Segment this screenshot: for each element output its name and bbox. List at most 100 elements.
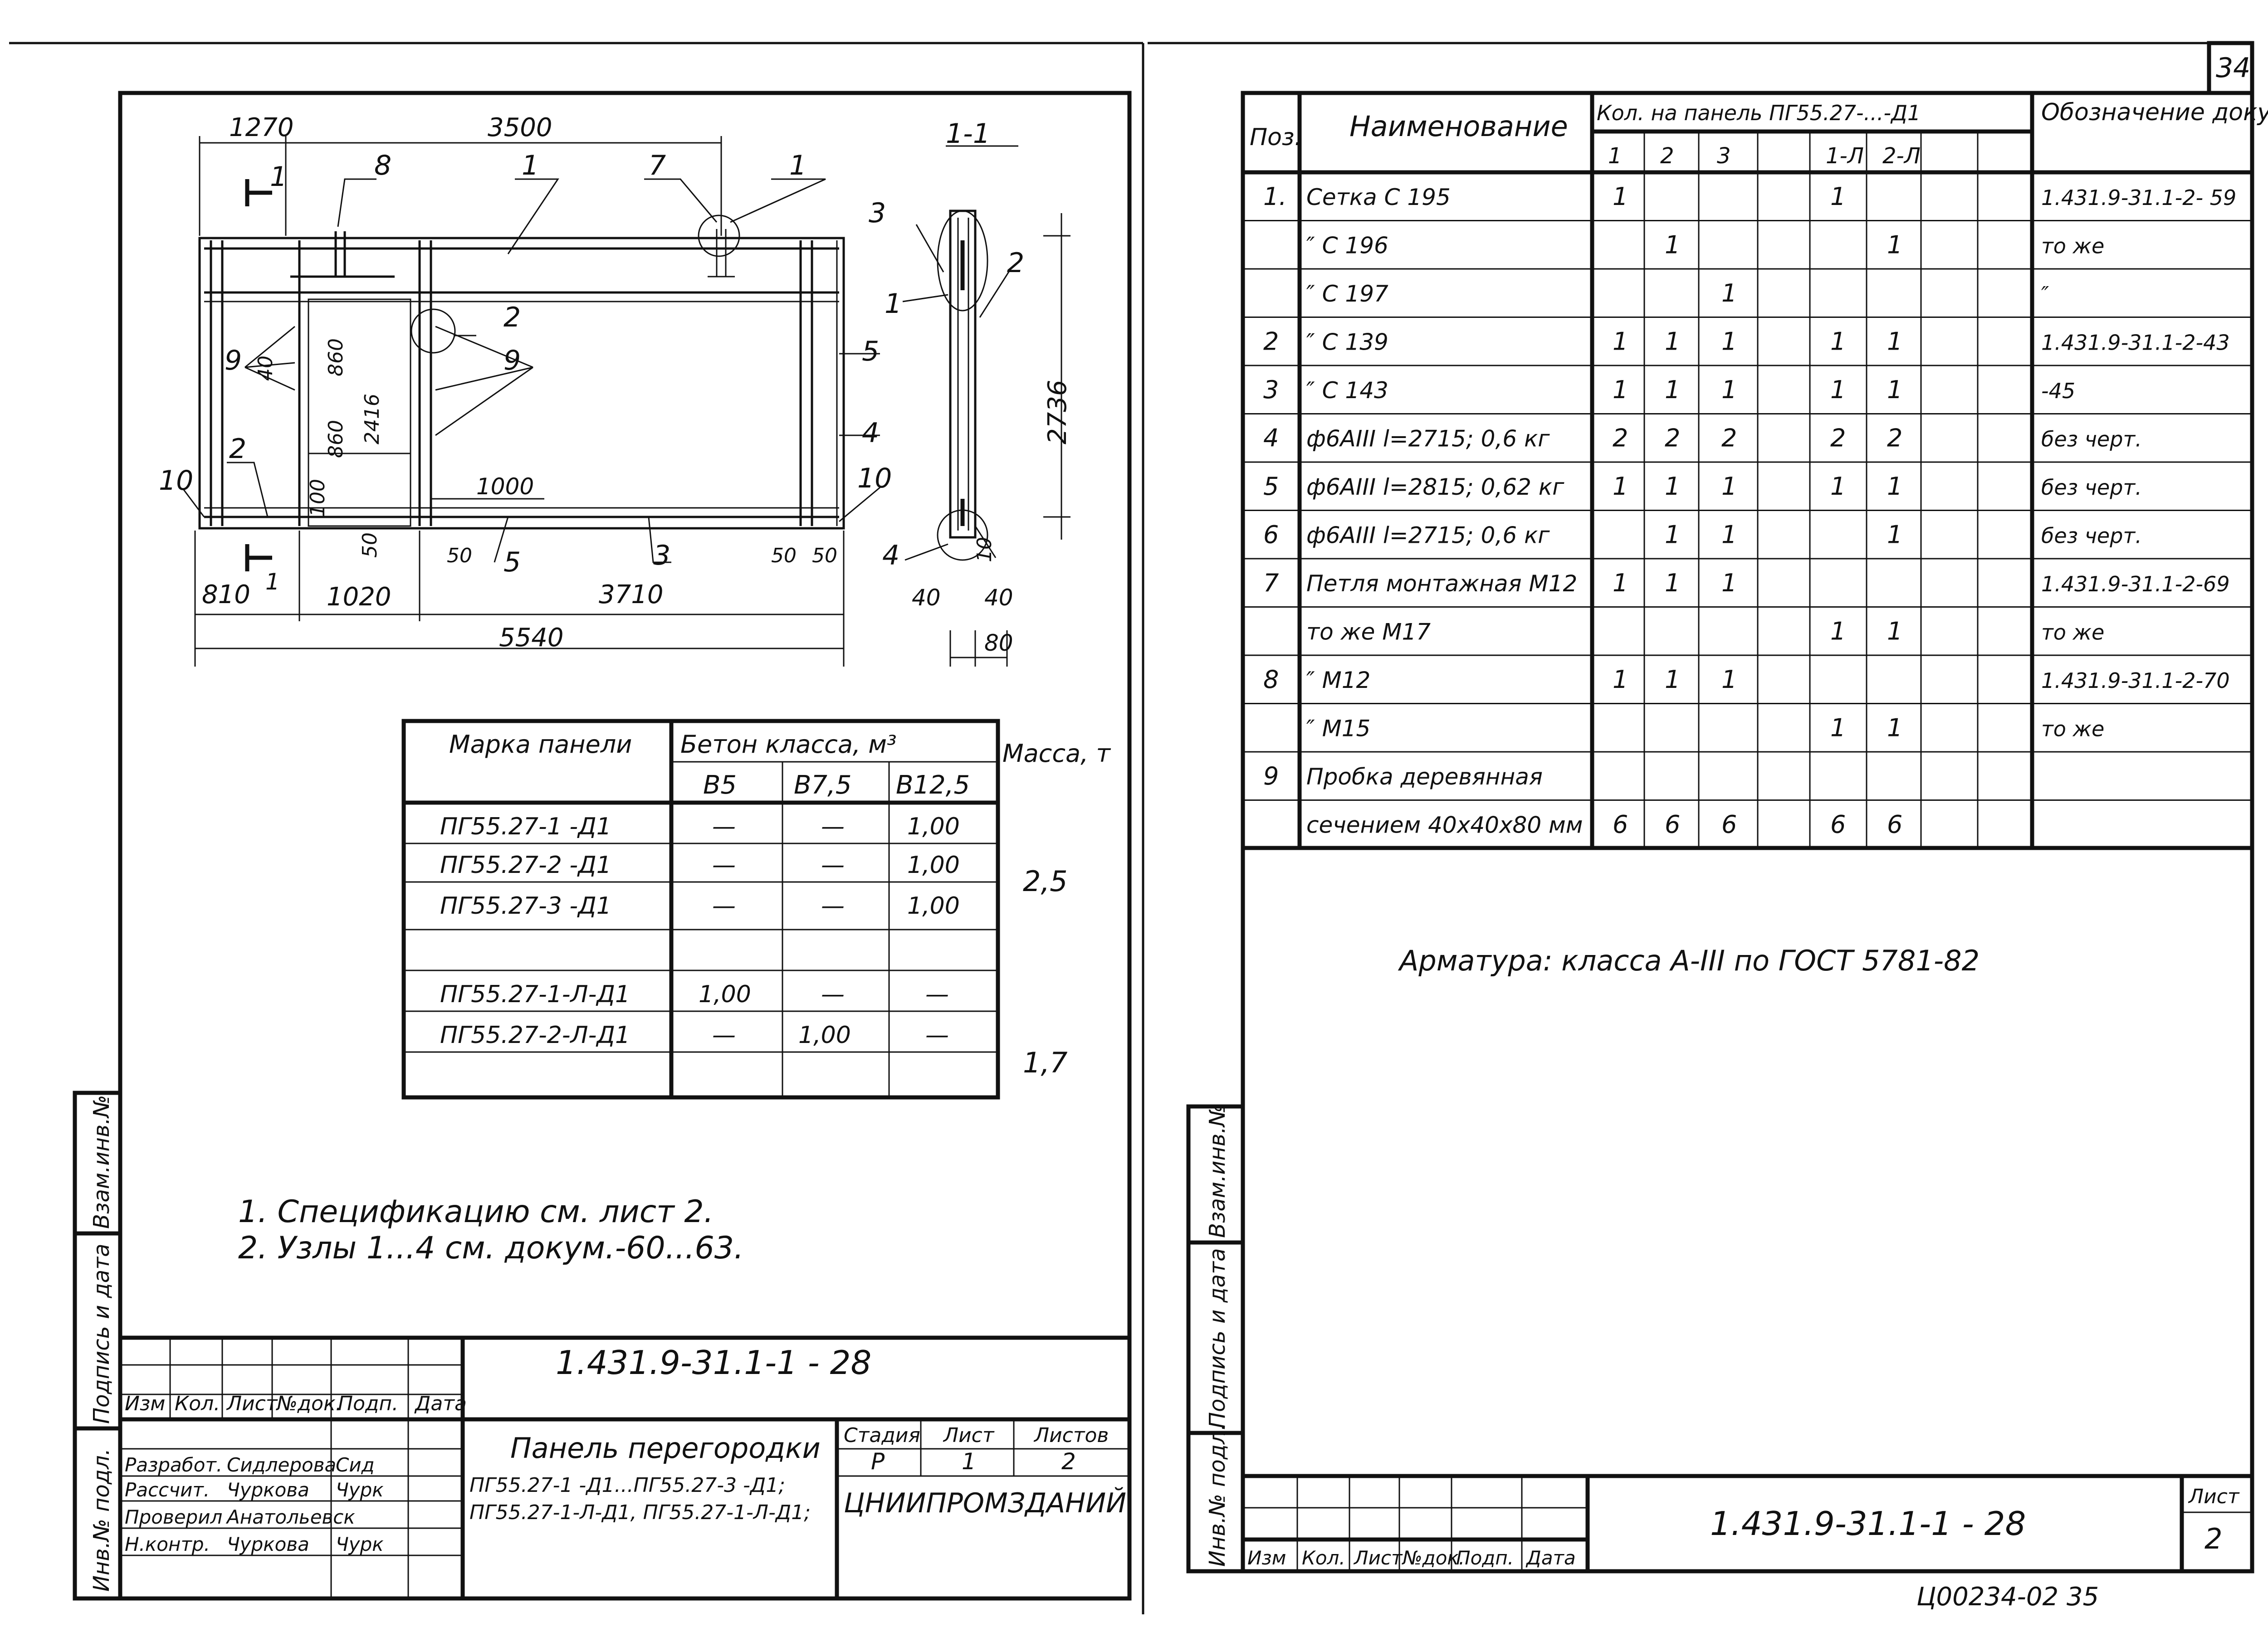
mass-row-1-mark: ПГ55.27-1 -Д1 — [440, 813, 611, 840]
spec-row-name: ″ М15 — [1306, 716, 1370, 742]
mass-table-header-concrete: Бетон класса, м³ — [680, 730, 897, 759]
spec-row-qty: 2 — [1613, 424, 1628, 453]
spec-row-name: ″ М12 — [1306, 667, 1370, 693]
left-title-name-4: Чуркова — [227, 1533, 309, 1555]
left-title-sheet-label: Лист — [943, 1424, 995, 1447]
left-title-name-2: Чуркова — [227, 1479, 309, 1501]
mass-value-1-7: 1,7 — [1023, 1046, 1068, 1079]
left-title-role-4: Н.контр. — [125, 1533, 210, 1555]
spec-table-row-lines — [1243, 220, 2252, 801]
callout-7: 7 — [649, 150, 666, 181]
right-sheet: 34 Поз. Наименование Кол. на панель ПГ55… — [1148, 41, 2268, 1612]
mass-row-2-b5: — — [712, 852, 736, 879]
armature-note: Арматура: класса А-III по ГОСТ 5781-82 — [1398, 944, 1980, 977]
dim-1270: 1270 — [229, 113, 294, 142]
mass-row-6-b75: 1,00 — [798, 1022, 851, 1049]
spec-row-qty: 2 — [1721, 424, 1737, 453]
spec-row-qty: 1 — [1887, 375, 1902, 404]
callout-9-mid: 9 — [503, 345, 521, 376]
spec-row-qty: 6 — [1887, 810, 1902, 839]
callout-4-section: 4 — [882, 540, 899, 571]
spec-row-doc: 1.431.9-31.1-2- 59 — [2041, 185, 2236, 210]
left-side-stamp-sign: Подпись и дата — [89, 1243, 114, 1424]
spec-col-header: 2-Л — [1882, 143, 1921, 169]
spec-row-doc: ″ — [2041, 282, 2049, 307]
callout-5: 5 — [862, 336, 879, 367]
right-title-sheet: 2 — [2204, 1522, 2222, 1555]
dim-50-b: 50 — [447, 544, 472, 567]
spec-row-name: ″ С 143 — [1306, 377, 1388, 404]
left-side-stamp-replace: Взам.инв.№ — [89, 1095, 114, 1229]
mass-table-header-mark: Марка панели — [449, 730, 632, 759]
section-dim-40-left: 40 — [912, 585, 941, 611]
mass-row-6-b125: — — [925, 1022, 949, 1049]
spec-row-pos: 6 — [1263, 521, 1279, 549]
spec-row-qty: 1 — [1887, 472, 1902, 501]
spec-row-qty: 1 — [1887, 521, 1902, 549]
mass-table-header-mass: Масса, т — [1002, 739, 1111, 768]
callout-3-bottom: 3 — [653, 540, 670, 571]
right-title-header-doc: №док. — [1402, 1547, 1465, 1569]
spec-row-doc: без черт. — [2041, 427, 2142, 452]
left-title-header-kol: Кол. — [175, 1392, 220, 1415]
right-side-stamp — [1186, 1104, 1245, 1574]
spec-row-qty: 2 — [1887, 424, 1902, 453]
left-sheet: 1270 3500 810 1020 3710 5540 40 860 860 … — [9, 42, 1144, 1614]
section-mark-1-bottom: 1 — [265, 569, 280, 595]
section-1-1-drawing — [902, 145, 1070, 667]
spec-row-qty: 1 — [1613, 569, 1628, 597]
callout-9-left: 9 — [225, 345, 242, 376]
mass-row-3-b5: — — [712, 892, 736, 920]
spec-row-qty: 1 — [1665, 569, 1680, 597]
left-title-name-1: Сидлерова — [227, 1454, 336, 1476]
spec-row-doc: без черт. — [2041, 475, 2142, 500]
stamp-footer: Ц00234-02 35 — [1916, 1582, 2099, 1612]
callout-1-top: 1 — [522, 150, 539, 181]
spec-row-name: ф6АIII l=2715; 0,6 кг — [1306, 426, 1550, 452]
spec-row-name: Пробка деревянная — [1306, 764, 1543, 790]
spec-row-qty: 1 — [1830, 714, 1846, 742]
spec-row-qty: 1 — [1721, 521, 1737, 549]
spec-row-qty: 1 — [1721, 375, 1737, 404]
right-side-stamp-sign: Подпись и дата — [1205, 1248, 1230, 1428]
mass-table-header-b75: В7,5 — [794, 770, 851, 800]
spec-row-qty: 1 — [1830, 617, 1846, 646]
left-title-sign-2: Чурк — [336, 1479, 384, 1501]
panel-elevation-drawing — [194, 136, 845, 667]
spec-row-qty: 1 — [1721, 569, 1737, 597]
spec-header-qty: Кол. на панель ПГ55.27-...-Д1 — [1597, 101, 1921, 125]
mass-table-header-b5: В5 — [703, 770, 737, 800]
spec-row-pos: 8 — [1263, 665, 1279, 694]
spec-row-qty: 1 — [1613, 182, 1628, 211]
spec-row-doc: -45 — [2041, 379, 2075, 403]
spec-row-doc: то же — [2041, 717, 2104, 741]
right-title-block — [1241, 1474, 2254, 1574]
mass-row-5-b125: — — [925, 981, 949, 1008]
spec-row-qty: 1 — [1665, 521, 1680, 549]
left-title-sign-1: Сид — [336, 1454, 375, 1476]
spec-row-qty: 1 — [1721, 279, 1737, 307]
left-title-sheets: 2 — [1061, 1448, 1076, 1475]
spec-col-header: 1-Л — [1826, 143, 1864, 169]
mass-row-1-b75: — — [821, 813, 845, 840]
callout-3-section: 3 — [869, 197, 886, 229]
right-title-sheet-label: Лист — [2188, 1485, 2240, 1508]
callout-5-bottom: 5 — [503, 546, 521, 578]
spec-row-name: ″ С 139 — [1306, 329, 1388, 356]
left-title-sheet: 1 — [962, 1448, 976, 1475]
left-title-subtitle-1: ПГ55.27-1 -Д1...ПГ55.27-3 -Д1; — [469, 1474, 785, 1497]
left-title-header-sign: Подп. — [338, 1392, 398, 1415]
section-dim-80: 80 — [984, 630, 1013, 656]
spec-row-qty: 1 — [1665, 665, 1680, 694]
spec-header-pos: Поз. — [1250, 124, 1302, 151]
spec-row-name: ″ С 197 — [1306, 281, 1388, 307]
left-title-sign-4: Чурк — [336, 1533, 384, 1555]
spec-table — [1243, 93, 2252, 850]
right-title-header-izm: Изм — [1247, 1547, 1286, 1569]
mass-row-5-b5: 1,00 — [699, 981, 751, 1008]
left-side-stamp-inv: Инв.№ подл. — [89, 1448, 114, 1592]
left-title-name: Панель перегородки — [510, 1432, 821, 1465]
note-1: 1. Спецификацию см. лист 2. — [238, 1194, 714, 1230]
callout-8: 8 — [374, 150, 391, 181]
callout-2-section: 2 — [1007, 247, 1024, 279]
